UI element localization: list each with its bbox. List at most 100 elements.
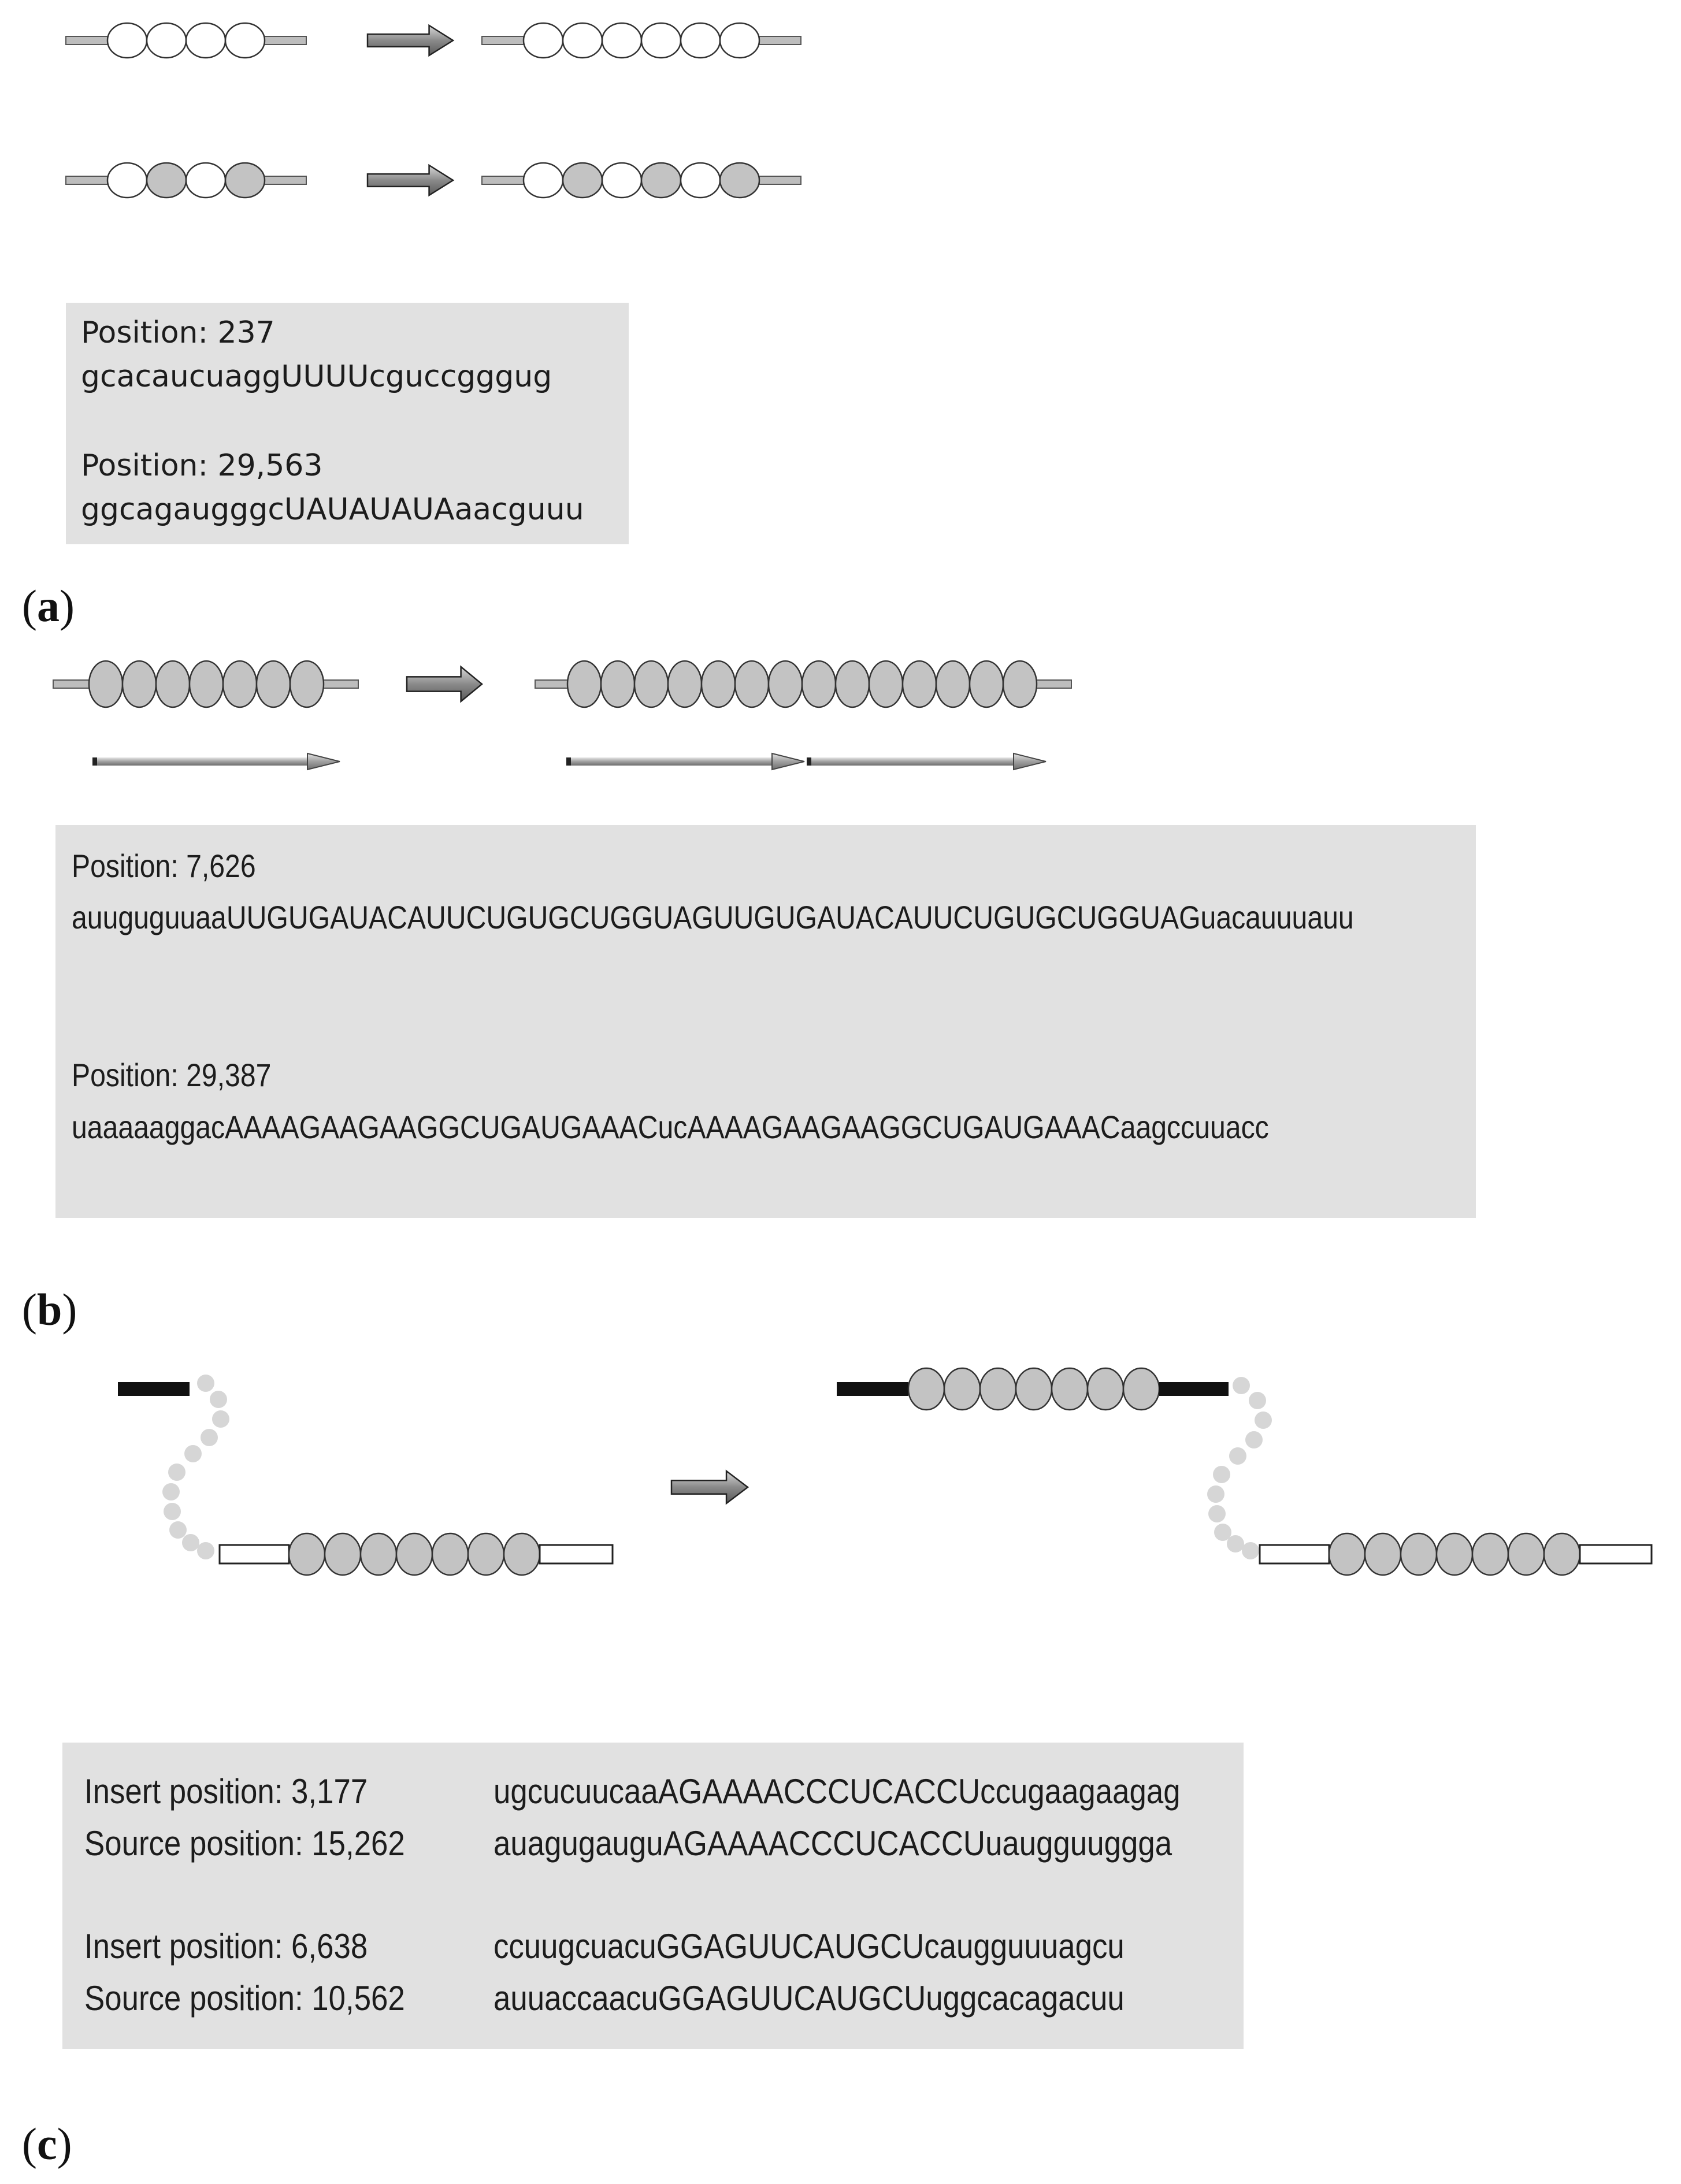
c-left-bead	[359, 1532, 398, 1576]
c-right-bead-top	[943, 1367, 981, 1411]
c-left-loop-dot	[197, 1542, 214, 1559]
c-left-white-segment-1	[218, 1544, 290, 1565]
c-right-bead-top	[1122, 1367, 1160, 1411]
b-repeat-arrow-after-2-head	[1013, 752, 1047, 771]
panel-c-label-4: Source position: 10,562	[84, 1979, 405, 2018]
b-strand-after-bead	[1002, 660, 1038, 708]
a-strand-2-before-tail-left	[65, 176, 108, 185]
c-right-white-segment-2	[1579, 1544, 1653, 1565]
c-right-loop-dot	[1242, 1542, 1259, 1559]
b-strand-after-bead	[566, 660, 602, 708]
c-left-loop-dot	[168, 1464, 185, 1481]
c-right-bead-top	[1051, 1367, 1089, 1411]
a-strand-1-after-bead	[522, 22, 564, 59]
b-repeat-arrow-shaft	[92, 757, 312, 766]
c-left-loop-dot	[182, 1534, 199, 1551]
panel-a-sequence-1: gcacaucuaggUUUUcguccgggug	[81, 359, 552, 394]
b-strand-after-bead	[868, 660, 904, 708]
b-strand-before-bead	[255, 660, 291, 708]
b-repeat-arrow-after-1-head	[771, 752, 805, 771]
b-repeat-arrow-after-2-shaft	[807, 757, 1018, 766]
c-left-bead	[395, 1532, 433, 1576]
b-strand-before-tail-right	[323, 679, 359, 689]
c-left-loop-dot	[164, 1503, 181, 1520]
panel-c-sequence-4: auuaccaacuGGAGUUCAUGCUuggcacagacuu	[493, 1979, 1125, 2018]
b-strand-after-bead	[901, 660, 937, 708]
a-strand-2-before-bead	[106, 162, 148, 199]
c-left-loop-dot	[201, 1429, 218, 1446]
c-left-bead	[431, 1532, 469, 1576]
c-left-bead	[324, 1532, 362, 1576]
a-strand-1-before-bead	[146, 22, 187, 59]
b-strand-before-bead	[155, 660, 191, 708]
b-strand-after-bead	[801, 660, 837, 708]
c-right-white-segment-1	[1259, 1544, 1330, 1565]
c-right-bead-bottom	[1364, 1532, 1402, 1576]
a-strand-1-after-bead	[601, 22, 643, 59]
c-right-loop-dot	[1213, 1466, 1230, 1483]
b-repeat-arrow-after-1-shaft	[566, 757, 777, 766]
c-right-loop-dot	[1249, 1392, 1266, 1409]
panel-a-sequence-2: ggcagaugggcUAUAUAUAaacguuu	[81, 492, 584, 527]
b-strand-after-bead	[734, 660, 770, 708]
c-right-bead-top	[1015, 1367, 1053, 1411]
c-left-bead	[503, 1532, 541, 1576]
b-strand-before-bead	[88, 660, 124, 708]
a-strand-2-after-tail-right	[759, 176, 801, 185]
a-strand-1-after-bead	[640, 22, 682, 59]
a-strand-2-after-bead	[562, 162, 603, 199]
b-strand-after-bead	[700, 660, 736, 708]
c-right-black-segment-2	[1159, 1382, 1229, 1396]
c-left-loop-dot	[169, 1521, 187, 1539]
panel-c-sequence-1: ugcucuucaaAGAAAACCCUCACCUccugaagaagag	[493, 1772, 1181, 1811]
a-strand-2-after-bead	[601, 162, 643, 199]
b-strand-after-bead	[633, 660, 669, 708]
b-arrow	[406, 665, 483, 703]
c-left-loop-dot	[162, 1483, 180, 1500]
c-right-loop-dot	[1255, 1412, 1272, 1429]
a-arrow-1	[366, 24, 455, 57]
a-strand-2-after-tail-left	[481, 176, 524, 185]
c-right-bead-bottom	[1507, 1532, 1545, 1576]
panel-a-sequence-box	[66, 303, 629, 544]
panel-c-graphics	[118, 1367, 1653, 1576]
a-strand-1-before-bead	[106, 22, 148, 59]
a-strand-2-after-bead	[640, 162, 682, 199]
c-right-loop-dot	[1245, 1431, 1263, 1448]
c-right-bead-bottom	[1471, 1532, 1509, 1576]
a-strand-2-before-bead	[224, 162, 266, 199]
c-right-bead-top	[979, 1367, 1017, 1411]
c-left-white-segment-2	[539, 1544, 614, 1565]
panel-b-label: (b)	[22, 1284, 77, 1335]
a-strand-1-after-tail-right	[759, 36, 801, 45]
c-right-bead-bottom	[1543, 1532, 1581, 1576]
a-strand-1-after-bead	[680, 22, 721, 59]
c-right-bead-bottom	[1400, 1532, 1438, 1576]
c-left-loop-dot	[210, 1391, 227, 1408]
panel-a-position-2: Position: 29,563	[81, 448, 323, 483]
b-strand-before-bead	[188, 660, 224, 708]
b-strand-after-bead	[935, 660, 971, 708]
c-left-loop-dot	[184, 1445, 202, 1462]
panel-b-sequence-box	[55, 825, 1476, 1218]
panel-c-sequence-2: auagugauguAGAAAACCCUCACCUuaugguuggga	[493, 1824, 1172, 1863]
a-strand-1-after-bead	[562, 22, 603, 59]
panel-b-sequence-2: uaaaaaggacAAAAGAAGAAGGCUGAUGAAACucAAAAGA…	[72, 1109, 1269, 1145]
panel-c-label-3: Insert position: 6,638	[84, 1927, 368, 1966]
b-strand-after-bead	[767, 660, 803, 708]
c-left-loop-dot	[197, 1375, 214, 1392]
c-right-loop-dot	[1214, 1524, 1231, 1541]
c-arrow	[670, 1469, 749, 1505]
a-strand-1-before-bead	[185, 22, 227, 59]
panel-a-position-1: Position: 237	[81, 315, 275, 350]
a-strand-1-after-tail-left	[481, 36, 524, 45]
b-strand-after-bead	[667, 660, 703, 708]
a-strand-1-after-bead	[719, 22, 760, 59]
c-left-bead	[288, 1532, 326, 1576]
panel-b-position-1: Position: 7,626	[72, 848, 256, 884]
panel-b-position-2: Position: 29,387	[72, 1057, 272, 1093]
c-right-bead-bottom	[1328, 1532, 1366, 1576]
c-right-loop-dot	[1207, 1485, 1224, 1503]
a-strand-2-before-bead	[146, 162, 187, 199]
a-strand-1-before-bead	[224, 22, 266, 59]
